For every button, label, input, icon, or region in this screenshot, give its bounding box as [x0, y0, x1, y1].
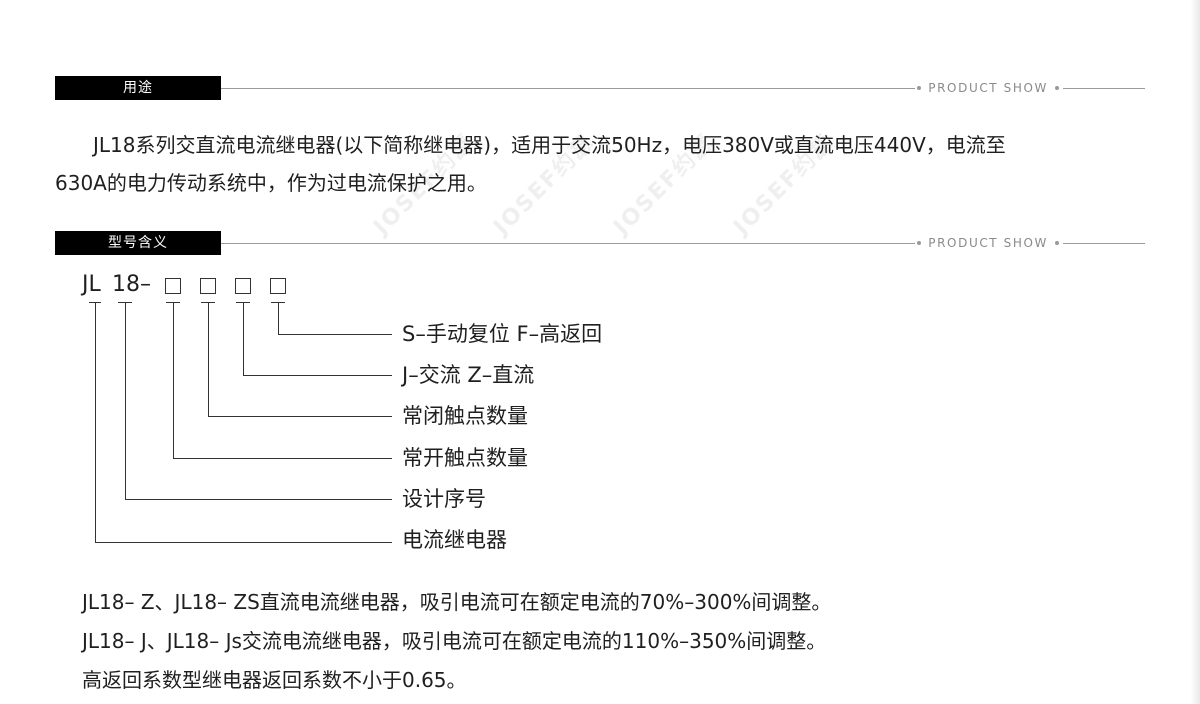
model-number: 18 [112, 272, 140, 297]
note-ac-relay: JL18– J、JL18– Js交流电流继电器，吸引电流可在额定电流的110%–… [82, 629, 827, 653]
model-dash: – [140, 272, 151, 297]
model-prefix: JL [82, 272, 101, 297]
legend-relay-type: 电流继电器 [402, 528, 507, 552]
model-placeholder-box [270, 278, 286, 294]
note-return-coefficient: 高返回系数型继电器返回系数不小于0.65。 [82, 668, 467, 692]
connector-line [125, 302, 392, 500]
legend-reset-type: S–手动复位 F–高返回 [402, 322, 603, 346]
model-placeholder-box [200, 278, 216, 294]
tag-line [1063, 242, 1145, 244]
legend-current-type: J–交流 Z–直流 [402, 363, 535, 387]
usage-line-1: JL18系列交直流电流继电器(以下简称继电器)，适用于交流50Hz，电压380V… [93, 133, 1006, 157]
model-placeholder-box [165, 278, 181, 294]
page-edge-shadow [1190, 0, 1200, 704]
section-tag-model: PRODUCT SHOW [915, 236, 1145, 250]
section-divider-model [221, 243, 1145, 244]
connector-line [243, 302, 392, 376]
section-title-model: 型号含义 [55, 231, 221, 255]
dot-icon [1055, 86, 1059, 90]
legend-design-number: 设计序号 [402, 487, 486, 511]
usage-line-2: 630A的电力传动系统中，作为过电流保护之用。 [55, 171, 487, 195]
dot-icon [917, 86, 922, 90]
legend-nc-contacts: 常闭触点数量 [402, 404, 528, 428]
section-title-usage: 用途 [55, 76, 221, 100]
section-divider-usage [221, 88, 1145, 89]
model-placeholder-box [235, 278, 251, 294]
note-dc-relay: JL18– Z、JL18– ZS直流电流继电器，吸引电流可在额定电流的70%–3… [82, 590, 832, 614]
connector-line [208, 302, 392, 417]
tag-line [1063, 87, 1145, 89]
section-tag-usage: PRODUCT SHOW [915, 81, 1145, 95]
dot-icon [917, 241, 922, 245]
legend-no-contacts: 常开触点数量 [402, 446, 528, 470]
section-tag-label: PRODUCT SHOW [928, 81, 1048, 95]
connector-line [95, 302, 392, 543]
connector-line [278, 302, 392, 335]
connector-line [173, 302, 392, 459]
dot-icon [1055, 241, 1059, 245]
section-tag-label: PRODUCT SHOW [928, 236, 1048, 250]
